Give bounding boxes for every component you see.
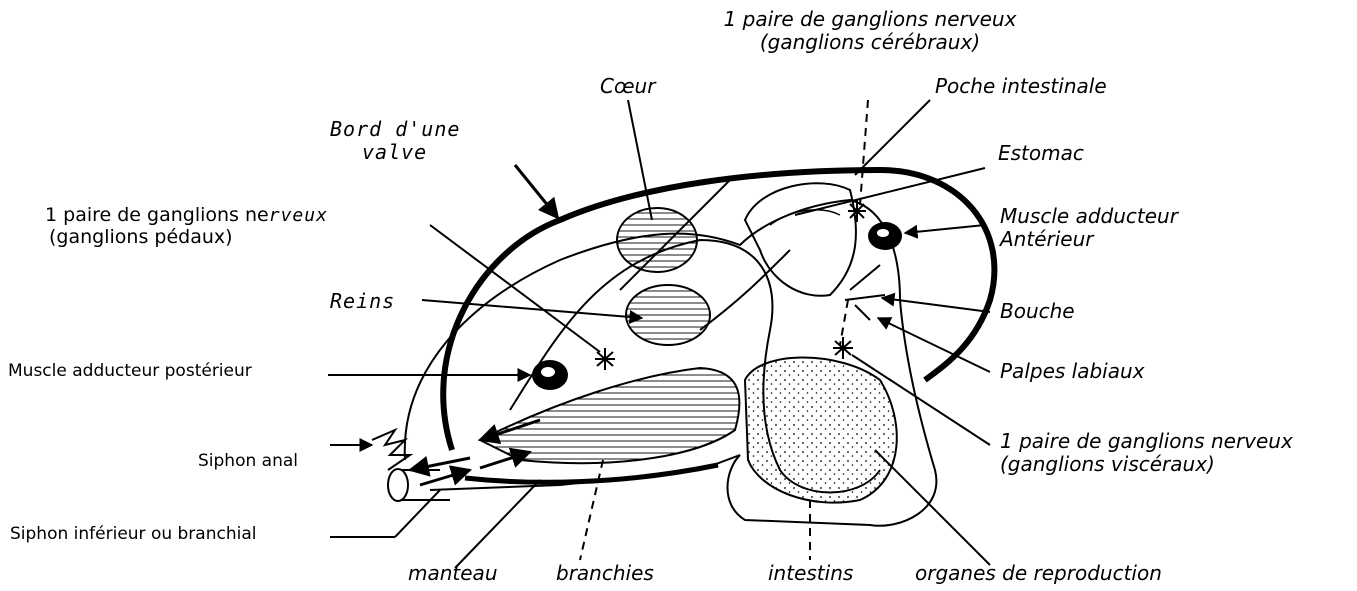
pointer-reins [422, 300, 642, 318]
pointer-poche [855, 100, 930, 175]
pointer-organes [875, 450, 990, 565]
label-palpes-labiaux: Palpes labiaux [1000, 360, 1144, 383]
label-visceral-line2: (ganglions viscéraux) [1000, 453, 1293, 476]
label-bord-valve: Bord d'une valve [330, 118, 460, 164]
kidneys [626, 285, 710, 345]
label-reins: Reins [330, 290, 395, 313]
label-cerebral-line2: (ganglions cérébraux) [700, 31, 1040, 54]
siphon-inferior-opening [388, 469, 408, 501]
label-pedal-overlap: rveux [269, 205, 328, 226]
pointer-palpes [878, 318, 990, 372]
label-cerebral-line1: 1 paire de ganglions nerveux [700, 8, 1040, 31]
label-estomac: Estomac [998, 142, 1084, 165]
label-muscle-ant-line1: Muscle adducteur [1000, 205, 1178, 228]
reproductive-organs [745, 358, 897, 503]
visceral-ganglion [833, 337, 853, 359]
label-bord-line2: valve [330, 141, 460, 164]
pointer-valve [515, 165, 558, 218]
label-intestins: intestins [768, 562, 853, 585]
label-visceral-line1: 1 paire de ganglions nerveux [1000, 430, 1293, 453]
label-cerebral-ganglia: 1 paire de ganglions nerveux (ganglions … [700, 8, 1040, 54]
label-pedal-line2: (ganglions pédaux) [45, 227, 328, 249]
heart [617, 208, 697, 272]
label-muscle-posterieur: Muscle adducteur postérieur [8, 362, 252, 382]
label-bouche: Bouche [1000, 300, 1075, 323]
mantle-edge [465, 465, 718, 482]
label-muscle-anterieur: Muscle adducteur Antérieur [1000, 205, 1178, 251]
gills [480, 368, 739, 463]
label-organes-reproduction: organes de reproduction [915, 562, 1162, 585]
pointer-bouche [882, 298, 990, 312]
label-siphon-anal: Siphon anal [198, 452, 298, 472]
label-bord-line1: Bord d'une [330, 118, 460, 141]
pointer-manteau [455, 480, 540, 568]
label-pedal-ganglia: 1 paire de ganglions nerveux (ganglions … [45, 205, 328, 249]
label-manteau: manteau [408, 562, 498, 585]
label-siphon-inferieur: Siphon inférieur ou branchial [10, 525, 256, 545]
label-pedal-line1: 1 paire de ganglions ne [45, 204, 269, 226]
label-coeur: Cœur [600, 75, 655, 98]
label-poche-intestinale: Poche intestinale [935, 75, 1107, 98]
labial-palps [845, 265, 885, 320]
cerebral-ganglion [848, 200, 866, 222]
label-branchies: branchies [556, 562, 654, 585]
label-muscle-ant-line2: Antérieur [1000, 228, 1178, 251]
pointer-coeur [628, 100, 652, 220]
pointer-muscle-ant [905, 225, 985, 233]
label-visceral-ganglia: 1 paire de ganglions nerveux (ganglions … [1000, 430, 1293, 476]
